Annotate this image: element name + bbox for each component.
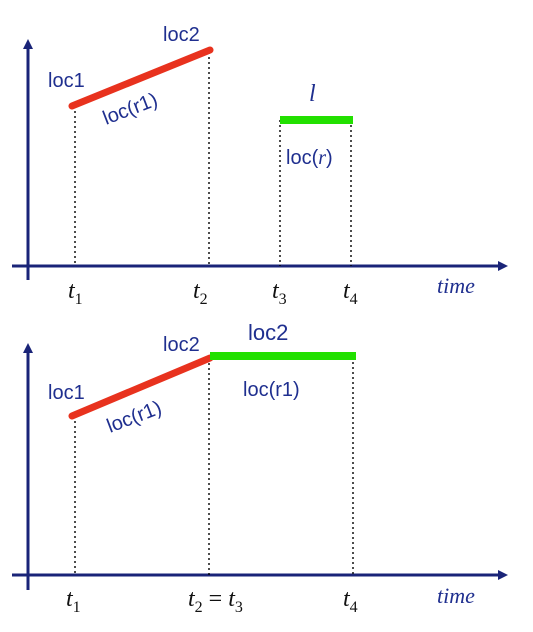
top-loc2-label: loc2 xyxy=(163,24,200,46)
top-red-bar-label: loc(r1) xyxy=(100,89,161,130)
top-t3-sub: 3 xyxy=(279,291,287,308)
bottom-t2-main: t xyxy=(188,586,196,612)
top-t2-sub: 2 xyxy=(200,291,208,308)
top-t1-main: t xyxy=(68,278,76,304)
bottom-eq-sign: = xyxy=(203,586,229,612)
top-t4-main: t xyxy=(343,278,351,304)
bottom-loc2-top-label: loc2 xyxy=(248,320,288,345)
top-t1-sub: 1 xyxy=(75,291,83,308)
bottom-tick-t4: t4 xyxy=(343,586,358,616)
bottom-t4-sub: 4 xyxy=(350,599,358,616)
top-tick-t3: t3 xyxy=(272,278,287,308)
top-green-label-suffix: ) xyxy=(326,147,333,169)
bottom-panel: loc1 loc2 loc2 loc(r1) loc(r1) t1 t2 = t… xyxy=(12,320,508,616)
bottom-time-label: time xyxy=(437,583,475,608)
bottom-t3-sub: 3 xyxy=(235,599,243,616)
top-green-top-label: l xyxy=(309,81,316,107)
bottom-red-bar-label: loc(r1) xyxy=(104,397,165,438)
top-panel: loc1 loc2 loc(r1) l loc(r) t1 t2 t3 t4 t… xyxy=(12,24,508,308)
top-green-label-var: r xyxy=(318,147,326,169)
bottom-loc2-left-label: loc2 xyxy=(163,334,200,356)
bottom-t2-sub: 2 xyxy=(195,599,203,616)
bottom-tick-t1: t1 xyxy=(66,586,81,616)
top-green-label-prefix: loc( xyxy=(286,147,319,169)
top-loc1-label: loc1 xyxy=(48,70,85,92)
bottom-t1-sub: 1 xyxy=(73,599,81,616)
bottom-green-bar-label: loc(r1) xyxy=(243,379,300,401)
top-tick-t2: t2 xyxy=(193,278,208,308)
bottom-tick-t2-eq-t3: t2 = t3 xyxy=(188,586,243,616)
top-time-label: time xyxy=(437,273,475,298)
top-red-bar xyxy=(68,46,214,110)
top-t3-main: t xyxy=(272,278,280,304)
bottom-loc1-label: loc1 xyxy=(48,382,85,404)
top-t2-main: t xyxy=(193,278,201,304)
top-t4-sub: 4 xyxy=(350,291,358,308)
bottom-t1-main: t xyxy=(66,586,74,612)
top-green-bar-label: loc(r) xyxy=(286,147,333,169)
top-tick-t4: t4 xyxy=(343,278,358,308)
top-tick-t1: t1 xyxy=(68,278,83,308)
bottom-t3-main: t xyxy=(228,586,236,612)
bottom-red-bar xyxy=(68,354,214,420)
bottom-t4-main: t xyxy=(343,586,351,612)
